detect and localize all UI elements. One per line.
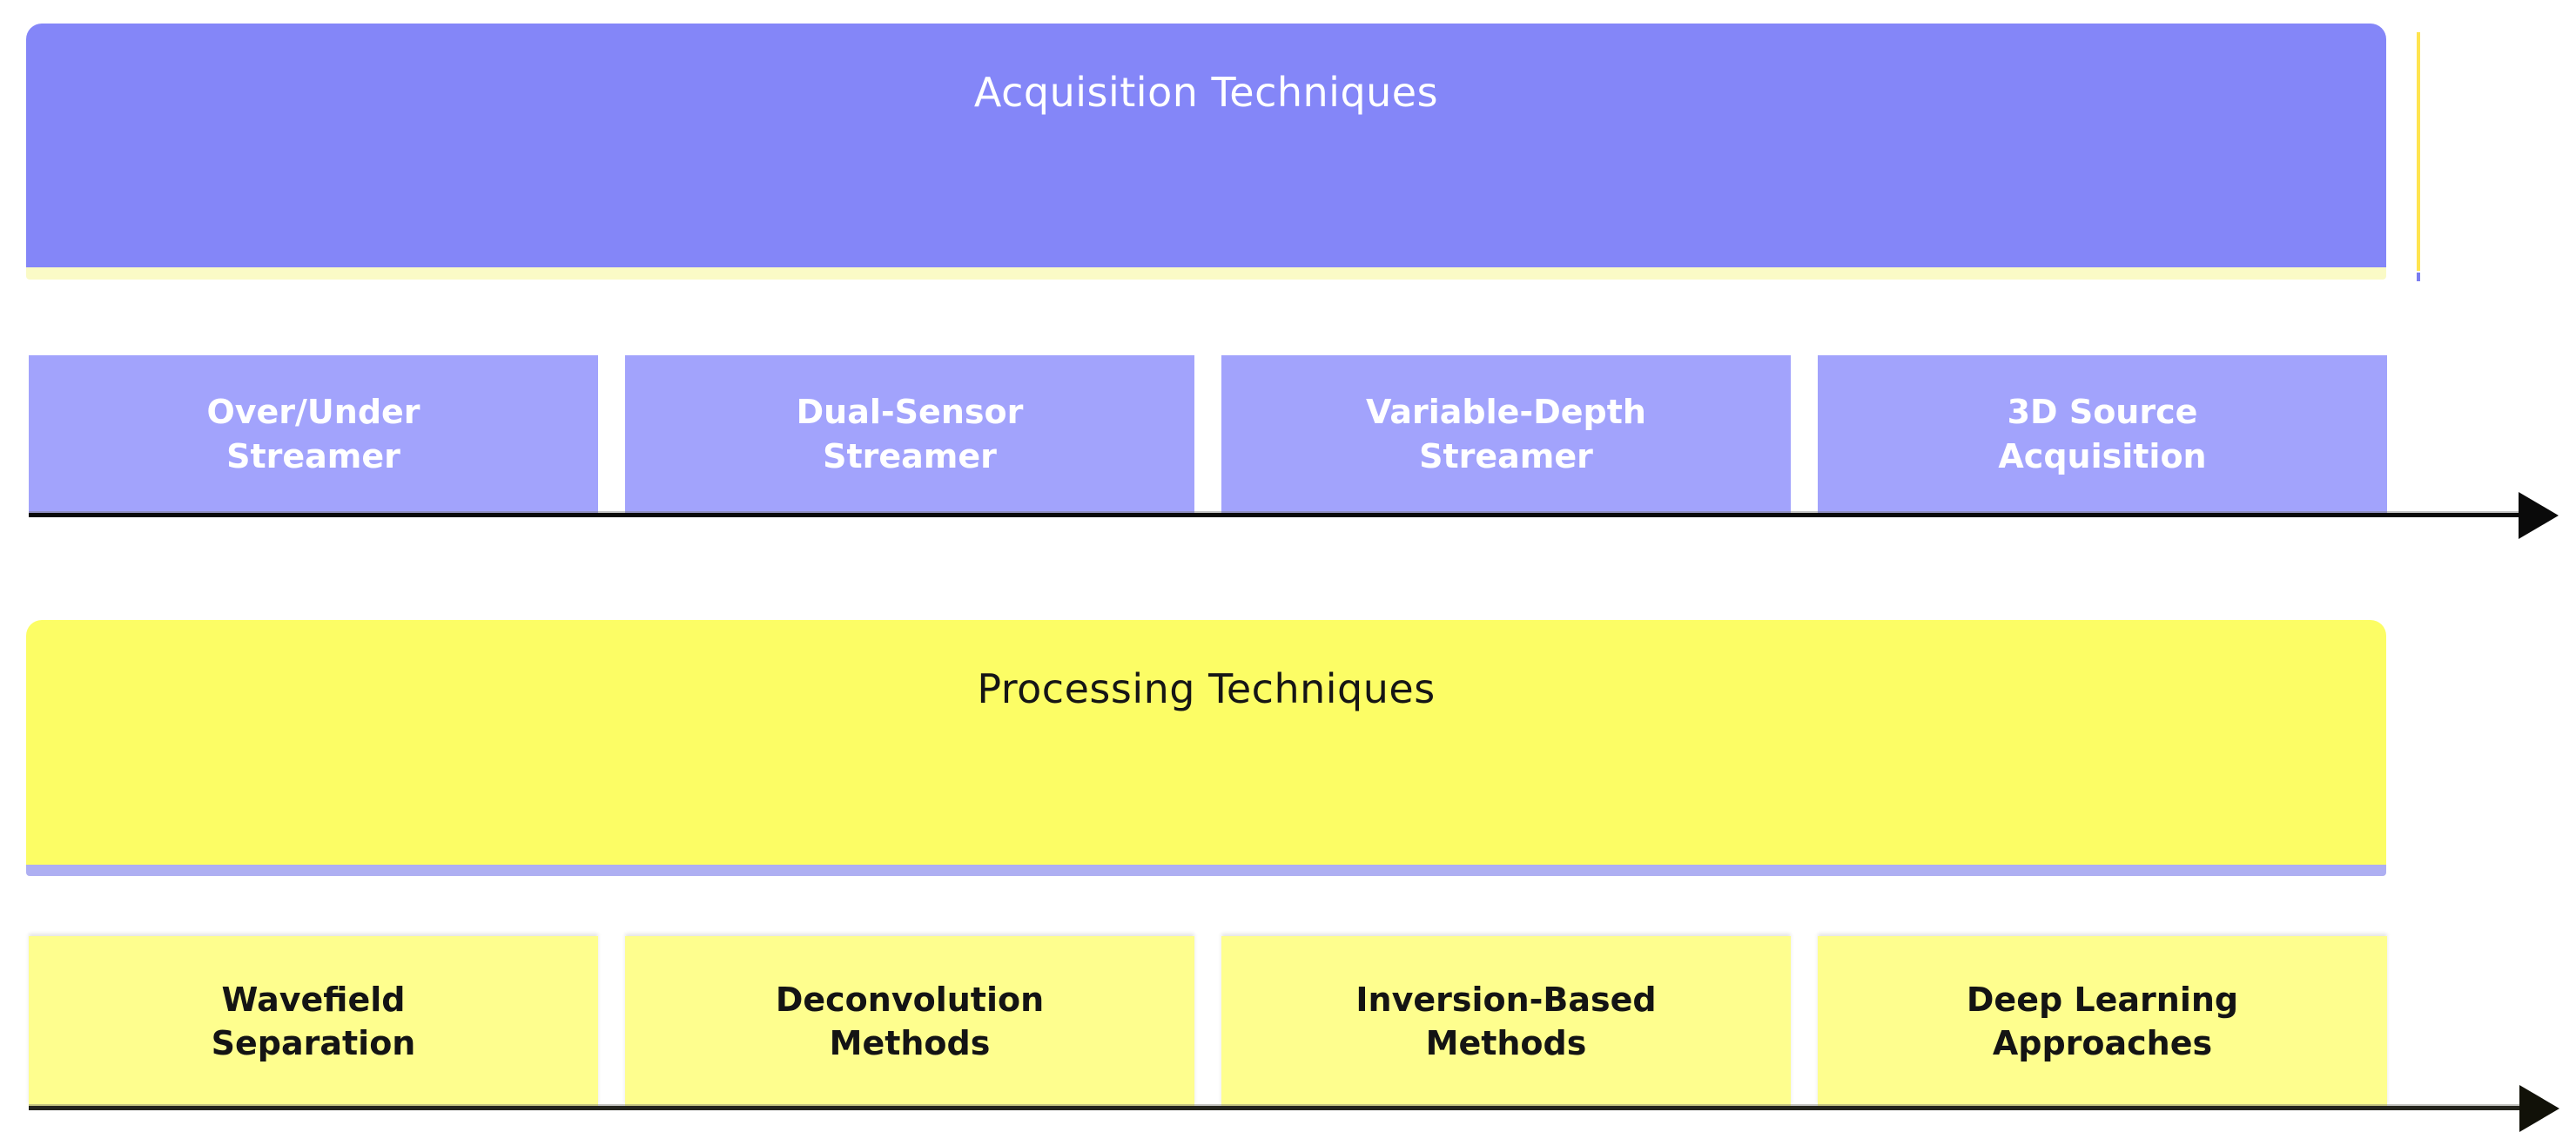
acquisition-box-row: Over/Under Streamer Dual-Sensor Streamer…: [29, 355, 2387, 513]
processing-box-row: Wavefield Separation Deconvolution Metho…: [29, 936, 2387, 1107]
processing-box-deconvolution-methods: Deconvolution Methods: [625, 936, 1194, 1107]
acquisition-banner-title: Acquisition Techniques: [973, 69, 1439, 116]
processing-banner-title: Processing Techniques: [977, 665, 1436, 712]
slide-edge-line: [2417, 32, 2420, 271]
processing-right-arrow-icon: [2519, 1085, 2559, 1132]
acquisition-right-arrow-icon: [2519, 492, 2559, 539]
acquisition-box-dual-sensor-streamer: Dual-Sensor Streamer: [625, 355, 1194, 513]
processing-box-deep-learning-approaches: Deep Learning Approaches: [1818, 936, 2387, 1107]
acquisition-box-3d-source-acquisition: 3D Source Acquisition: [1818, 355, 2387, 513]
processing-timeline-line: [29, 1106, 2520, 1110]
acquisition-banner: Acquisition Techniques: [26, 24, 2386, 280]
processing-banner: Processing Techniques: [26, 620, 2386, 876]
processing-box-wavefield-separation: Wavefield Separation: [29, 936, 598, 1107]
slide-edge-line-tip: [2417, 273, 2420, 281]
acquisition-box-over-under-streamer: Over/Under Streamer: [29, 355, 598, 513]
acquisition-timeline-line: [29, 513, 2520, 517]
acquisition-box-variable-depth-streamer: Variable-Depth Streamer: [1221, 355, 1791, 513]
processing-box-inversion-based-methods: Inversion-Based Methods: [1221, 936, 1791, 1107]
